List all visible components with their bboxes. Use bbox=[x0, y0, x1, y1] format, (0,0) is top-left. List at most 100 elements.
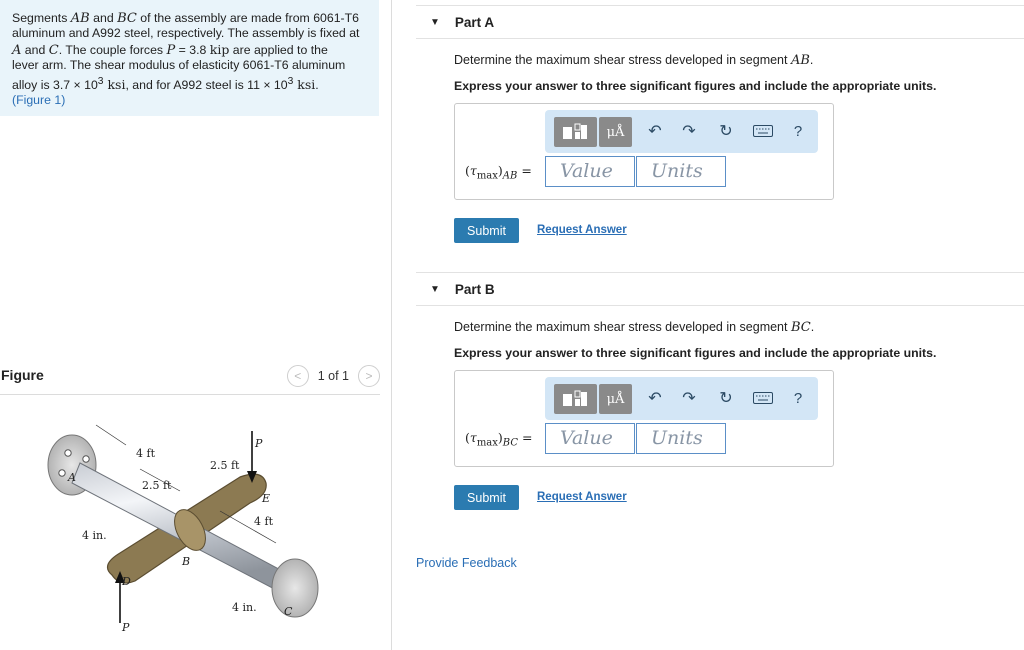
label-p-top: P bbox=[254, 437, 263, 450]
label-25ft-a: 2.5 ft bbox=[142, 479, 172, 492]
units-input[interactable]: Units bbox=[636, 156, 726, 187]
templates-button[interactable] bbox=[554, 384, 597, 414]
prev-figure-button[interactable]: < bbox=[286, 365, 309, 387]
reset-icon[interactable]: ↻ bbox=[719, 123, 733, 140]
text: = 3.8 bbox=[175, 42, 210, 57]
caret-down-icon: ▼ bbox=[430, 16, 440, 28]
keyboard-icon[interactable] bbox=[752, 120, 774, 142]
wall-c bbox=[271, 558, 319, 618]
column-divider bbox=[391, 0, 392, 650]
label-25ft-b: 2.5 ft bbox=[210, 459, 240, 472]
text: of the assembly are made from 6061-T6 bbox=[136, 11, 359, 25]
subscript: BC bbox=[502, 437, 518, 449]
math-c: C bbox=[48, 42, 59, 58]
text: are applied to the bbox=[229, 42, 328, 57]
provide-feedback-link[interactable]: Provide Feedback bbox=[416, 556, 517, 570]
unit-ksi: ksi bbox=[103, 76, 126, 92]
tau: τ bbox=[469, 430, 477, 445]
part-a-instruction: Express your answer to three significant… bbox=[454, 79, 937, 93]
subscript: AB bbox=[502, 170, 518, 182]
label-4in-b: 4 in. bbox=[232, 601, 257, 614]
problem-line-3: A and C. The couple forces P = 3.8 kip a… bbox=[12, 42, 367, 58]
part-b-question: Determine the maximum shear stress devel… bbox=[454, 320, 814, 335]
exponent: 3 bbox=[287, 75, 294, 87]
next-figure-button[interactable]: > bbox=[358, 365, 380, 387]
hub-b bbox=[174, 509, 206, 551]
redo-icon[interactable]: ↷ bbox=[682, 123, 696, 140]
subscript: max bbox=[476, 437, 498, 449]
part-a-label: (τmax)AB = bbox=[465, 163, 532, 182]
figure-link[interactable]: (Figure 1) bbox=[12, 93, 66, 108]
figure-count: 1 of 1 bbox=[317, 369, 349, 383]
equation-toolbar: μÅ ↶ ↷ ↻ ? bbox=[545, 377, 818, 420]
math-a: A bbox=[12, 42, 22, 58]
label-b: B bbox=[181, 555, 190, 568]
label-d: D bbox=[121, 575, 131, 588]
text: . bbox=[810, 320, 815, 334]
figure-title: Figure bbox=[1, 367, 44, 383]
math-bc: BC bbox=[790, 320, 811, 335]
arrow-head bbox=[115, 571, 125, 583]
problem-line-4: lever arm. The shear modulus of elastici… bbox=[12, 58, 346, 73]
math-ab: AB bbox=[790, 53, 810, 68]
part-a-answer-box: μÅ ↶ ↷ ↻ ? (τmax)AB = Value Units bbox=[454, 103, 834, 200]
part-b-answer-box: μÅ ↶ ↷ ↻ ? (τmax)BC = Value Units bbox=[454, 370, 834, 467]
assembly-figure: A B C D E P P 4 ft 2.5 ft 2.5 ft 4 ft 4 … bbox=[47, 424, 319, 634]
equation-toolbar: μÅ ↶ ↷ ↻ ? bbox=[545, 110, 818, 153]
text: and bbox=[21, 42, 49, 57]
text: Determine the maximum shear stress devel… bbox=[454, 320, 791, 334]
templates-button[interactable] bbox=[554, 117, 597, 147]
units-input[interactable]: Units bbox=[636, 423, 726, 454]
part-a-request-answer-link[interactable]: Request Answer bbox=[537, 224, 627, 236]
label-c: C bbox=[284, 605, 293, 618]
label-4ft-a: 4 ft bbox=[136, 447, 156, 460]
math-ab: AB bbox=[70, 11, 90, 26]
text: , and for A992 steel is 11 × 10 bbox=[125, 77, 288, 92]
figure-pager: < 1 of 1 > bbox=[286, 365, 380, 387]
text: Segments bbox=[12, 11, 71, 25]
problem-line-1: Segments AB and BC of the assembly are m… bbox=[12, 11, 367, 26]
text: Determine the maximum shear stress devel… bbox=[454, 53, 791, 67]
undo-icon[interactable]: ↶ bbox=[648, 123, 662, 140]
undo-icon[interactable]: ↶ bbox=[648, 390, 662, 407]
part-b-instruction: Express your answer to three significant… bbox=[454, 346, 937, 360]
equals: = bbox=[517, 430, 533, 445]
part-b-submit-button[interactable]: Submit bbox=[454, 485, 519, 510]
templates-icon bbox=[562, 123, 587, 139]
part-a-header[interactable]: ▼ Part A bbox=[416, 5, 1024, 39]
value-input[interactable]: Value bbox=[545, 156, 635, 187]
part-b-label: (τmax)BC = bbox=[465, 430, 533, 449]
text: . bbox=[809, 53, 814, 67]
text: and bbox=[89, 11, 118, 25]
label-p-bottom: P bbox=[121, 621, 130, 634]
units-symbol-button[interactable]: μÅ bbox=[599, 117, 632, 147]
text: alloy is 3.7 × 10 bbox=[12, 77, 98, 92]
keyboard-icon[interactable] bbox=[752, 387, 774, 409]
redo-icon[interactable]: ↷ bbox=[682, 390, 696, 407]
value-input[interactable]: Value bbox=[545, 423, 635, 454]
part-b-header[interactable]: ▼ Part B bbox=[416, 272, 1024, 306]
chevron-left-icon: < bbox=[294, 369, 302, 383]
problem-line-5: alloy is 3.7 × 103 ksi, and for A992 ste… bbox=[12, 74, 367, 94]
caret-down-icon: ▼ bbox=[430, 283, 440, 295]
templates-icon bbox=[562, 390, 587, 406]
unit-kip: kip bbox=[209, 41, 230, 57]
chevron-right-icon: > bbox=[365, 369, 373, 383]
reset-icon[interactable]: ↻ bbox=[719, 390, 733, 407]
help-button[interactable]: ? bbox=[793, 389, 803, 407]
units-symbol-button[interactable]: μÅ bbox=[599, 384, 632, 414]
problem-statement: Segments AB and BC of the assembly are m… bbox=[0, 0, 379, 116]
text: . bbox=[315, 77, 319, 92]
text: . The couple forces bbox=[58, 42, 167, 57]
tau: τ bbox=[469, 163, 477, 178]
part-b-request-answer-link[interactable]: Request Answer bbox=[537, 491, 627, 503]
help-button[interactable]: ? bbox=[793, 122, 803, 140]
label-a: A bbox=[67, 471, 76, 484]
equals: = bbox=[517, 163, 532, 178]
part-a-submit-button[interactable]: Submit bbox=[454, 218, 519, 243]
unit-ksi: ksi bbox=[293, 76, 316, 92]
label-e: E bbox=[261, 492, 270, 505]
math-p: P bbox=[166, 42, 176, 58]
exponent: 3 bbox=[97, 75, 104, 87]
problem-line-2: aluminum and A992 steel, respectively. T… bbox=[12, 26, 360, 41]
